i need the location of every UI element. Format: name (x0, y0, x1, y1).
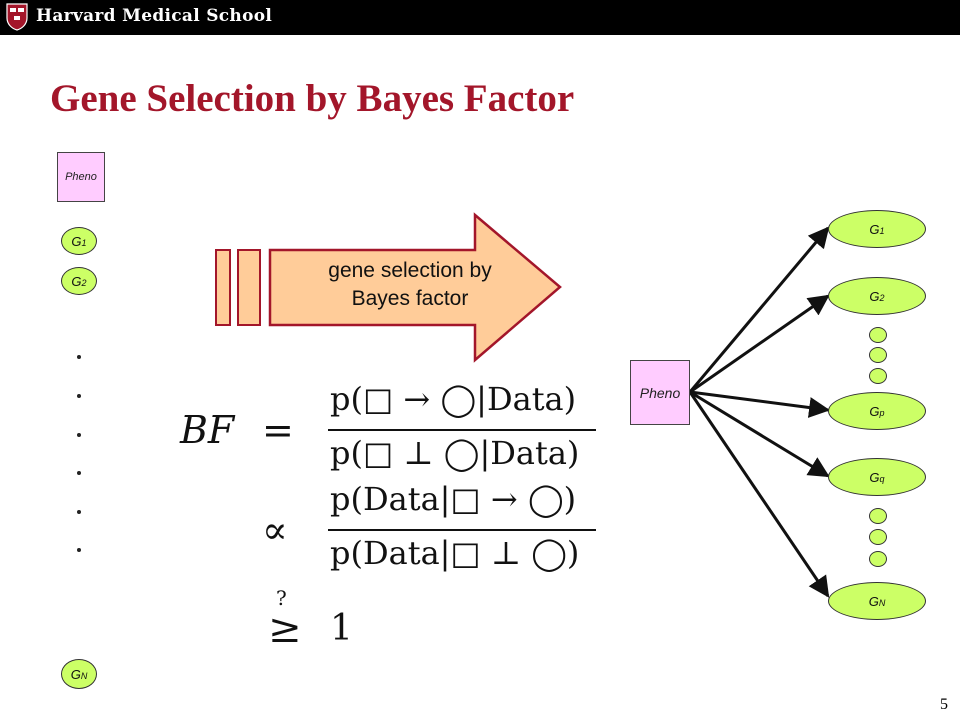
gene-label: G (71, 273, 82, 289)
edge-pheno-gn (688, 391, 830, 598)
arrow-tail-bar-2 (237, 249, 261, 326)
ellipsis-dot (77, 394, 81, 398)
edge-pheno-g2 (689, 294, 830, 394)
school-name: Harvard Medical School (36, 6, 273, 26)
arrow-label-line1: gene selection by (328, 259, 492, 282)
edge-pheno-gq (689, 390, 830, 478)
gene-label: G (71, 233, 82, 249)
edge-pheno-g1 (688, 226, 830, 393)
arrow-body (268, 212, 562, 363)
gene-label: G (869, 221, 880, 237)
pheno-box-left: Pheno (57, 152, 105, 202)
page-number: 5 (940, 696, 948, 713)
edge-pheno-gp (689, 390, 831, 418)
gene-small-node (869, 327, 887, 343)
header-bar: Harvard Medical School (0, 0, 960, 35)
harvard-shield-icon (6, 3, 28, 31)
gene-subscript: 1 (879, 226, 885, 236)
formula-equals: = (262, 408, 294, 452)
gene-label: G (869, 288, 880, 304)
formula-num2: p(Data|□ → ◯) (330, 480, 577, 518)
gene-subscript: 1 (81, 238, 87, 248)
pheno-label-left: Pheno (65, 171, 97, 183)
gene-small-node (869, 529, 887, 545)
ellipsis-dot (77, 548, 81, 552)
formula-geq: ≥ (268, 606, 302, 652)
arrow-tail-bar-1 (215, 249, 231, 326)
gene-subscript: 2 (81, 278, 87, 288)
gene-subscript: 2 (879, 293, 885, 303)
pheno-label-right: Pheno (639, 384, 681, 401)
gene-small-node (869, 347, 887, 363)
ellipsis-dot (77, 510, 81, 514)
gene-small-node (869, 551, 887, 567)
arrow-label-line2: Bayes factor (351, 287, 469, 310)
fraction-bar-1 (328, 429, 596, 431)
gene-subscript: N (80, 671, 88, 681)
formula-num1: p(□ → ◯|Data) (330, 380, 577, 418)
fraction-bar-2 (328, 529, 596, 531)
formula-one: 1 (330, 608, 353, 649)
gene-subscript: p (879, 408, 885, 418)
gene-label: G (868, 593, 879, 609)
gene-subscript: N (878, 598, 886, 608)
ellipsis-dot (77, 471, 81, 475)
formula-den1: p(□ ⊥ ◯|Data) (330, 434, 580, 472)
gene-label: G (70, 666, 81, 682)
gene-label: G (869, 469, 880, 485)
arrow-label: gene selection by Bayes factor (290, 257, 530, 313)
selection-arrow-graphic (215, 212, 562, 363)
formula-den2: p(Data|□ ⊥ ◯) (330, 534, 580, 572)
gene-small-node (869, 368, 887, 384)
formula-question-mark: ? (276, 586, 287, 610)
gene-small-node (869, 508, 887, 524)
formula-proportional: ∝ (262, 508, 288, 552)
ellipsis-dot (77, 355, 81, 359)
ellipsis-dot (77, 433, 81, 437)
formula-lhs: BF (180, 408, 235, 452)
gene-subscript: q (879, 474, 885, 484)
page-title: Gene Selection by Bayes Factor (50, 77, 575, 120)
gene-label: G (869, 403, 880, 419)
pheno-box-right: Pheno (630, 360, 690, 425)
